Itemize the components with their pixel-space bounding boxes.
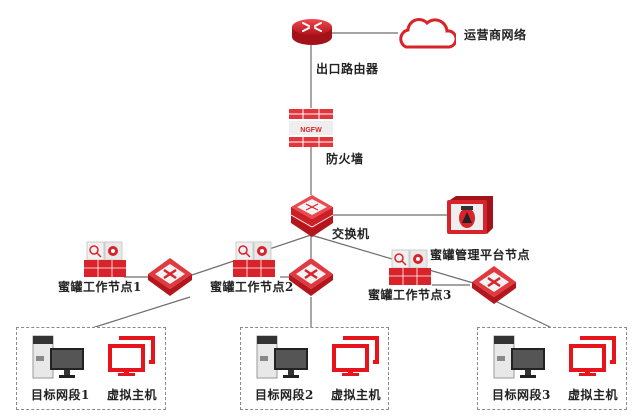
access-switch-icon xyxy=(148,258,192,296)
access-switch-icon xyxy=(289,258,333,296)
firewall-icon: NGFW xyxy=(289,109,333,147)
desktop-computer-icon xyxy=(493,335,545,379)
target-zone-2[interactable]: 目标网段2 虚拟主机 xyxy=(240,327,389,410)
virtual-host-icon xyxy=(569,336,616,376)
access-switch-3[interactable] xyxy=(470,264,518,310)
link-sw3-zone3 xyxy=(492,299,553,329)
isp-cloud-node[interactable] xyxy=(396,14,458,58)
core-switch-node[interactable] xyxy=(289,193,335,243)
zone-2-vm-label: 虚拟主机 xyxy=(331,388,382,402)
access-switch-1[interactable] xyxy=(146,256,194,302)
honeypot-server-icon xyxy=(84,241,126,277)
core-switch-icon xyxy=(290,195,334,237)
zone-2-segment-label: 目标网段2 xyxy=(255,388,314,402)
virtual-host-icon xyxy=(332,336,379,376)
desktop-computer-icon xyxy=(256,335,308,379)
honeypot-worker-2[interactable] xyxy=(232,240,276,282)
firewall-badge: NGFW xyxy=(300,127,322,134)
honeypot-server-icon xyxy=(389,249,431,285)
target-zone-3[interactable]: 目标网段3 虚拟主机 xyxy=(477,327,627,410)
router-label: 出口路由器 xyxy=(316,62,379,76)
zone-3-vm-label: 虚拟主机 xyxy=(568,388,619,402)
honeypot-server-icon xyxy=(233,241,275,277)
worker-1-label: 蜜罐工作节点1 xyxy=(58,280,142,294)
firewall-node[interactable]: NGFW xyxy=(288,108,336,152)
access-switch-2[interactable] xyxy=(287,256,335,302)
cloud-icon xyxy=(399,18,458,49)
access-switch-icon xyxy=(472,266,516,304)
zone-1-vm-label: 虚拟主机 xyxy=(107,388,158,402)
firewall-label: 防火墙 xyxy=(326,152,364,166)
isp-label: 运营商网络 xyxy=(464,28,527,42)
honeypot-worker-3[interactable] xyxy=(388,248,432,290)
desktop-computer-icon xyxy=(32,335,84,379)
honeypot-management-icon xyxy=(447,196,493,234)
router-icon xyxy=(292,19,332,45)
honeypot-worker-1[interactable] xyxy=(83,240,127,282)
link-sw1-zone1 xyxy=(91,296,191,329)
virtual-host-icon xyxy=(108,336,155,376)
switch-label: 交换机 xyxy=(332,227,370,241)
honeypot-mgmt-node[interactable] xyxy=(446,196,494,240)
worker-2-label: 蜜罐工作节点2 xyxy=(210,280,294,294)
mgmt-label: 蜜罐管理平台节点 xyxy=(430,248,531,262)
zone-3-segment-label: 目标网段3 xyxy=(492,388,551,402)
router-node[interactable] xyxy=(290,17,334,51)
worker-3-label: 蜜罐工作节点3 xyxy=(368,288,452,302)
zone-1-segment-label: 目标网段1 xyxy=(31,388,90,402)
target-zone-1[interactable]: 目标网段1 虚拟主机 xyxy=(16,327,166,410)
